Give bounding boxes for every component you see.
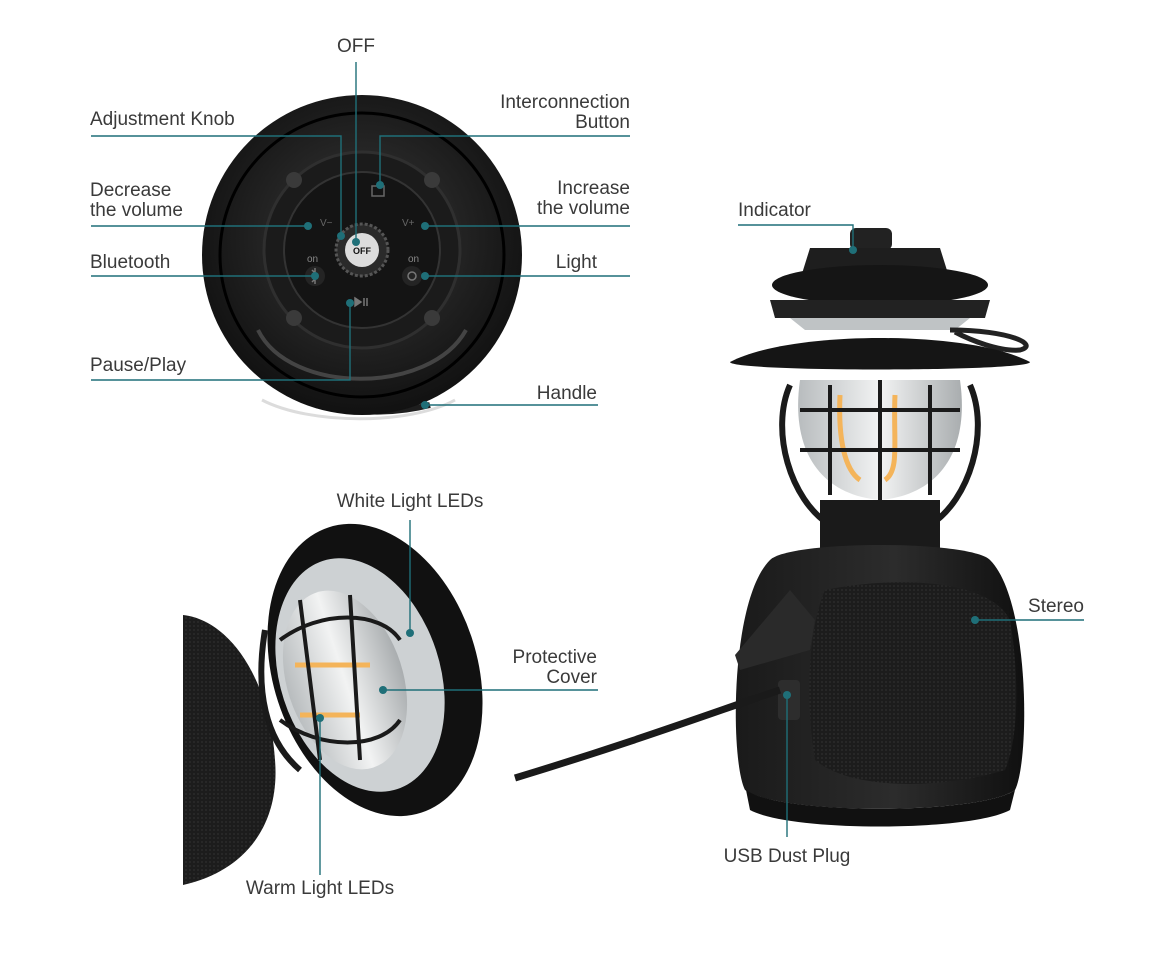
speaker-fabric xyxy=(183,615,276,885)
label-light: Light xyxy=(555,252,597,273)
lantern-hood xyxy=(730,338,1030,370)
usb-cable xyxy=(513,686,782,782)
label-off: OFF xyxy=(337,36,375,57)
indicator-knob[interactable] xyxy=(850,228,892,250)
bottom-view-illustration xyxy=(183,523,483,885)
leader-dots xyxy=(304,181,979,722)
screw-icon xyxy=(424,172,440,188)
on-label-right: on xyxy=(408,254,419,265)
label-indicator: Indicator xyxy=(738,200,811,221)
usb-dust-plug[interactable] xyxy=(735,590,815,670)
volume-down-button[interactable]: V− xyxy=(320,218,333,229)
screw-icon xyxy=(286,172,302,188)
label-warm-leds: Warm Light LEDs xyxy=(245,878,395,899)
label-interconnection-line2: Button xyxy=(575,112,630,133)
play-pause-icon[interactable] xyxy=(354,296,368,308)
leader-lines xyxy=(91,62,1084,875)
stereo-grille xyxy=(809,582,1017,784)
light-icon[interactable] xyxy=(402,266,422,286)
label-interconnection-line1: Interconnection xyxy=(500,92,630,113)
label-decrease-line2: the volume xyxy=(90,200,183,221)
screw-icon xyxy=(286,310,302,326)
on-label-left: on xyxy=(307,254,318,265)
knob-off-text: OFF xyxy=(353,246,371,256)
label-increase-line1: Increase xyxy=(557,178,630,199)
label-handle: Handle xyxy=(536,383,597,404)
label-increase-line2: the volume xyxy=(537,198,630,219)
lantern-illustration xyxy=(513,228,1030,827)
label-decrease-line1: Decrease xyxy=(90,180,172,201)
label-pause-play: Pause/Play xyxy=(90,355,187,376)
screw-icon xyxy=(424,310,440,326)
label-bluetooth: Bluetooth xyxy=(90,252,171,273)
label-adjustment-knob: Adjustment Knob xyxy=(90,109,235,130)
top-view-illustration: OFF V− V+ on on xyxy=(202,95,522,421)
label-usb-dust-plug: USB Dust Plug xyxy=(723,846,851,867)
label-protective-line1: Protective xyxy=(512,647,597,668)
label-protective-line2: Cover xyxy=(546,667,597,688)
volume-up-button[interactable]: V+ xyxy=(402,218,415,229)
label-stereo: Stereo xyxy=(1028,596,1084,617)
label-white-leds: White Light LEDs xyxy=(336,491,484,512)
